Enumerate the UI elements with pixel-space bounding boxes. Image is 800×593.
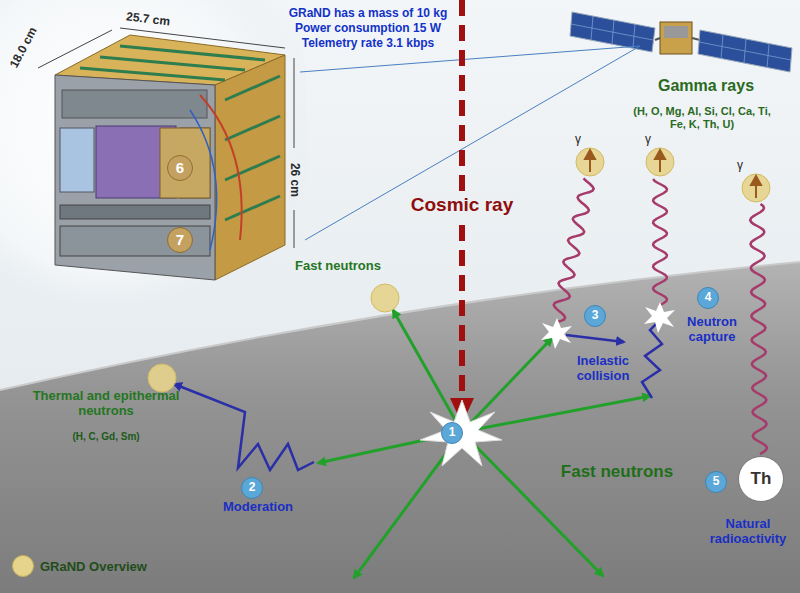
callout-number: 6 bbox=[167, 155, 193, 181]
gamma-symbol: γ bbox=[645, 133, 651, 147]
particle-label: Fast neutrons bbox=[295, 259, 381, 274]
gamma-wave bbox=[750, 204, 767, 454]
element-symbol: Th bbox=[751, 469, 772, 489]
callout-number: 1 bbox=[441, 422, 463, 444]
legend-text: GRaND Overview bbox=[40, 559, 147, 574]
gamma-wave bbox=[653, 179, 667, 305]
gamma-wave bbox=[554, 178, 594, 322]
spec-text: Telemetry rate 3.1 kbps bbox=[302, 37, 435, 51]
process-label: Moderation bbox=[223, 500, 293, 515]
gamma-symbol: γ bbox=[575, 133, 581, 147]
heading-label: Gamma rays bbox=[658, 77, 754, 95]
particle-label: Fast neutrons bbox=[561, 462, 673, 482]
legend-swatch bbox=[12, 555, 34, 577]
process-label: Neutron capture bbox=[679, 315, 745, 345]
spec-text: Power consumption 15 W bbox=[295, 22, 441, 36]
element-list: (H, O, Mg, Al, Si, Cl, Ca, Ti, Fe, K, Th… bbox=[627, 105, 777, 130]
dimension: 26 cm bbox=[287, 163, 301, 197]
gamma-symbol: γ bbox=[737, 159, 743, 173]
callout-number: 2 bbox=[241, 477, 263, 499]
element-list: (H, C, Gd, Sm) bbox=[72, 431, 139, 443]
particle-label: Thermal and epithermal neutrons bbox=[6, 389, 206, 419]
ray-label: Cosmic ray bbox=[407, 193, 517, 217]
element-circle: Th bbox=[738, 456, 784, 502]
spec-text: GRaND has a mass of 10 kg bbox=[289, 7, 448, 21]
process-label: Inelastic collision bbox=[563, 354, 643, 384]
callout-number: 7 bbox=[167, 227, 193, 253]
legend-item: GRaND Overview bbox=[12, 555, 147, 577]
callout-number: 4 bbox=[697, 287, 719, 309]
callout-number: 3 bbox=[584, 305, 606, 327]
process-label: Natural radioactivity bbox=[700, 517, 796, 547]
callout-number: 5 bbox=[705, 471, 727, 493]
